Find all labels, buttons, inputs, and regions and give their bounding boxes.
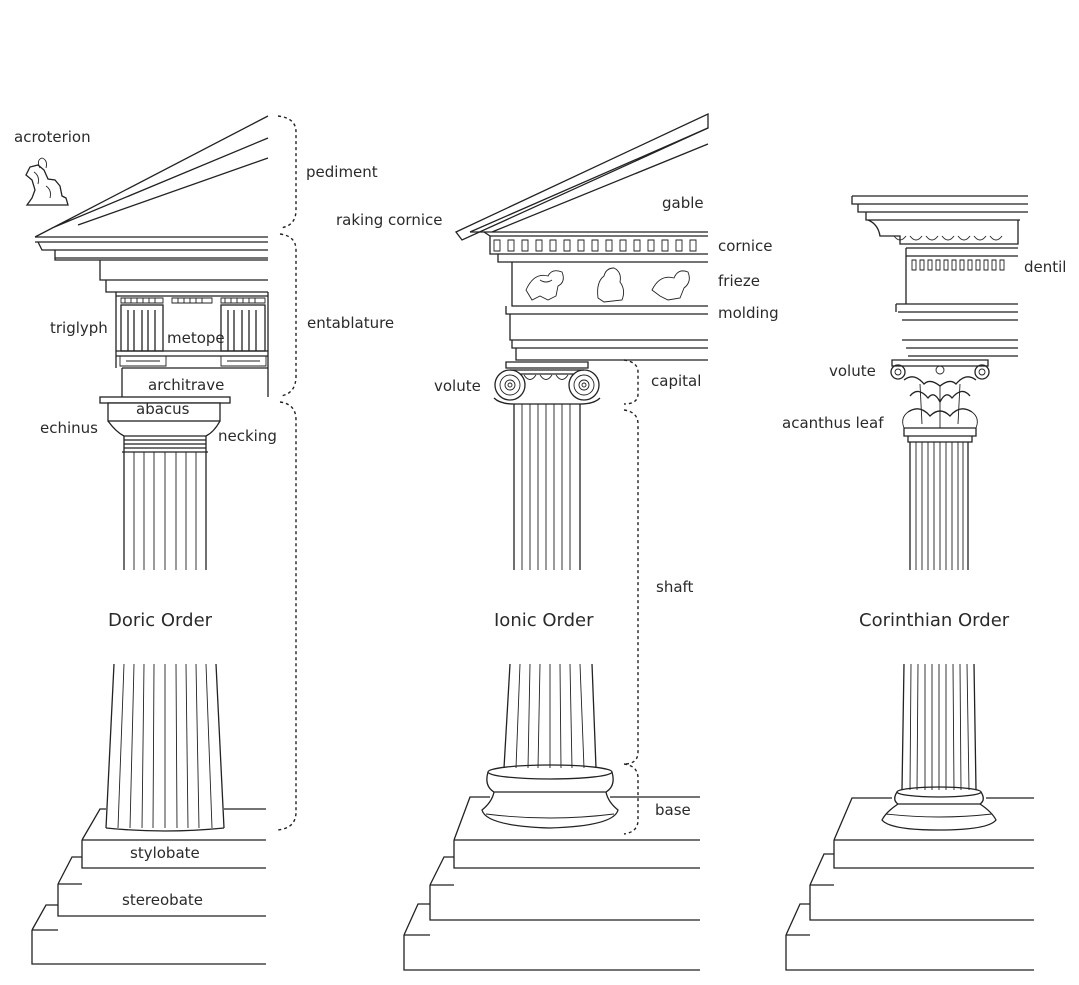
doric-frieze: [115, 292, 269, 368]
corinthian-stereobate: [809, 853, 1034, 921]
doric-regulae: [119, 355, 267, 367]
label-corinthian-volute: volute: [829, 362, 876, 380]
metope-guttae: [171, 297, 213, 304]
corinthian-cornice-molding: [867, 219, 1019, 245]
ionic-stereobate: [429, 856, 700, 921]
corinthian-order-drawing: [785, 195, 1034, 971]
doric-abacus: [107, 402, 221, 422]
label-acanthus-leaf: acanthus leaf: [782, 414, 884, 432]
doric-pediment-lines: [34, 115, 269, 238]
doric-cornice-molding: [54, 250, 268, 293]
ionic-dentils: [493, 239, 697, 252]
label-stylobate: stylobate: [130, 844, 200, 862]
corinthian-volute-icon: [890, 364, 990, 380]
stylobate-step: [81, 808, 266, 869]
corinthian-shaft-lower: [901, 663, 977, 791]
pediment-brace: [277, 115, 297, 229]
ionic-shaft-upper: [513, 404, 581, 570]
label-architrave: architrave: [148, 376, 224, 394]
label-echinus: echinus: [40, 419, 98, 437]
ionic-molding: [505, 306, 708, 361]
doric-architrave: [121, 367, 269, 397]
ionic-echinus: [493, 369, 601, 405]
doric-shaft-lower: [105, 663, 225, 829]
ionic-stylobate: [453, 796, 700, 869]
corinthian-abacus: [891, 359, 989, 367]
label-dentil: dentil: [1024, 258, 1066, 276]
title-corinthian-order: Corinthian Order: [859, 610, 1010, 631]
metope-label-bg: [164, 326, 220, 346]
label-metope: metope: [167, 329, 225, 347]
corinthian-base-line: [885, 813, 993, 818]
doric-flutes-lower: [117, 663, 213, 829]
corinthian-architrave: [895, 303, 1018, 357]
triglyph-left: [120, 297, 164, 352]
doric-shaft-upper: [123, 452, 207, 570]
doric-necking: [122, 436, 208, 453]
doric-order-drawing: [25, 115, 269, 965]
title-doric-order: Doric Order: [108, 610, 213, 631]
label-stereobate: stereobate: [122, 891, 203, 909]
corinthian-flutes-upper: [915, 442, 964, 570]
stereobate-lower-step: [31, 904, 266, 965]
corinthian-base: [881, 791, 997, 831]
ionic-egg-dart: [523, 374, 569, 380]
entablature-brace: [279, 233, 297, 397]
base-brace: [623, 763, 639, 835]
label-capital: capital: [651, 372, 701, 390]
label-abacus: abacus: [136, 400, 190, 418]
doric-echinus: [107, 420, 221, 437]
shaft-brace: [623, 409, 639, 765]
label-base: base: [655, 801, 691, 819]
ionic-shaft-lower: [503, 663, 597, 769]
stereobate-step: [57, 856, 266, 917]
corinthian-dentils: [911, 259, 1005, 271]
ionic-flutes-lower: [515, 663, 585, 769]
corinthian-lower-step: [785, 903, 1034, 971]
ionic-cornice: [470, 231, 708, 255]
capital-brace: [623, 359, 639, 405]
corinthian-cornice-top: [851, 195, 1028, 221]
label-ionic-volute: volute: [434, 377, 481, 395]
doric-shaft-foot: [105, 827, 225, 832]
acanthus-leaf-icon: [902, 376, 978, 443]
label-entablature: entablature: [307, 314, 394, 332]
label-acroterion: acroterion: [14, 128, 91, 146]
ionic-base-scotia: [481, 791, 619, 829]
corinthian-flutes-lower: [909, 663, 970, 791]
ionic-base-torus: [486, 771, 614, 793]
corinthian-frieze: [905, 247, 1018, 304]
doric-taenia: [116, 350, 268, 357]
label-gable: gable: [662, 194, 704, 212]
corinthian-stylobate: [833, 797, 1034, 869]
label-molding: molding: [718, 304, 779, 322]
lion-relief-icon: [525, 267, 690, 303]
ionic-abacus: [505, 361, 589, 369]
column-brace: [277, 401, 297, 831]
label-shaft: shaft: [656, 578, 694, 596]
ionic-flutes-upper: [521, 404, 571, 570]
ionic-order-drawing: [403, 112, 709, 971]
corinthian-egg-dart: [893, 235, 1003, 241]
ionic-gable-lines: [469, 127, 709, 233]
corinthian-shaft-upper: [909, 442, 969, 570]
ionic-base-line: [485, 813, 615, 819]
ionic-lower-step: [403, 903, 700, 971]
ionic-frieze-frame: [497, 254, 708, 307]
label-raking-cornice: raking cornice: [336, 211, 443, 229]
title-ionic-order: Ionic Order: [494, 610, 594, 631]
doric-flutes-upper: [133, 452, 197, 570]
triglyph-right: [220, 297, 266, 352]
lion-sculpture-icon: [25, 157, 69, 206]
label-triglyph: triglyph: [50, 319, 108, 337]
label-cornice: cornice: [718, 237, 772, 255]
label-pediment: pediment: [306, 163, 378, 181]
doric-cornice: [35, 236, 268, 251]
label-frieze: frieze: [718, 272, 760, 290]
label-necking: necking: [218, 427, 277, 445]
